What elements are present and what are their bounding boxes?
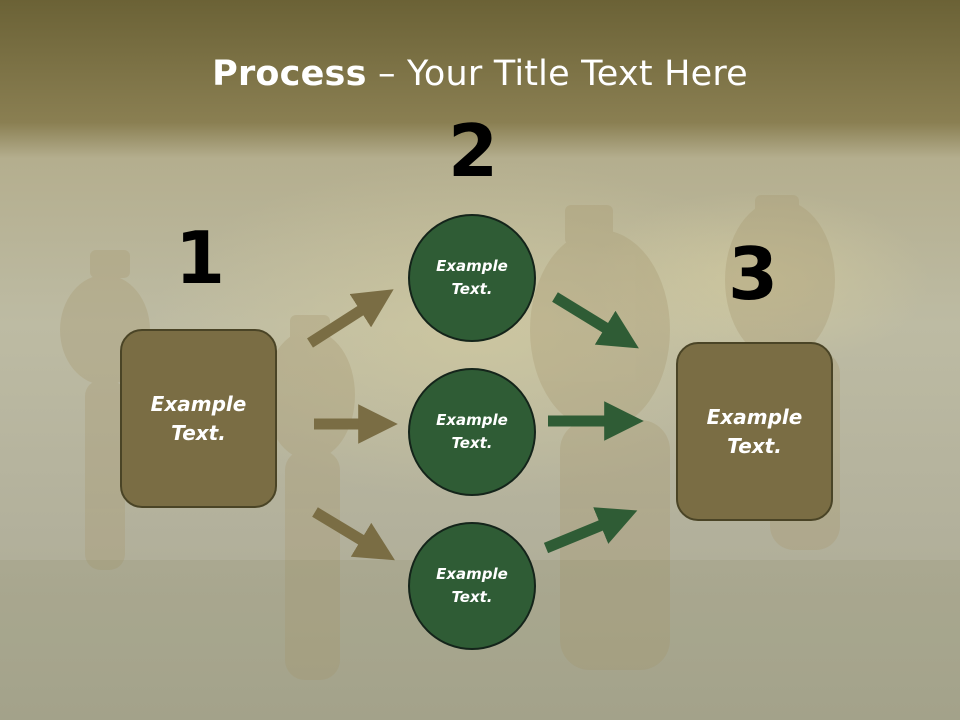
circle-bottom-text: Example Text.	[436, 565, 508, 606]
title-rest: – Your Title Text Here	[366, 54, 748, 94]
step-number-3: 3	[727, 232, 779, 316]
circle-middle-text: Example Text.	[436, 411, 508, 452]
circle-middle: Example Text.	[408, 368, 536, 496]
left-box: Example Text.	[120, 329, 277, 508]
arrow-left-to-top	[307, 289, 394, 348]
left-box-text: Example Text.	[150, 391, 247, 445]
slide-title: Process – Your Title Text Here	[0, 52, 960, 96]
right-box-text: Example Text.	[706, 404, 803, 458]
circle-top: Example Text.	[408, 214, 536, 342]
step-number-2: 2	[447, 109, 499, 193]
right-box: Example Text.	[676, 342, 833, 521]
circle-bottom: Example Text.	[408, 522, 536, 650]
circle-top-text: Example Text.	[436, 257, 508, 298]
arrow-left-to-bottom	[312, 507, 395, 561]
step-number-1: 1	[174, 216, 226, 300]
arrow-bottom-to-right	[543, 507, 638, 554]
title-bold: Process	[212, 54, 367, 94]
arrow-top-to-right	[552, 292, 639, 349]
